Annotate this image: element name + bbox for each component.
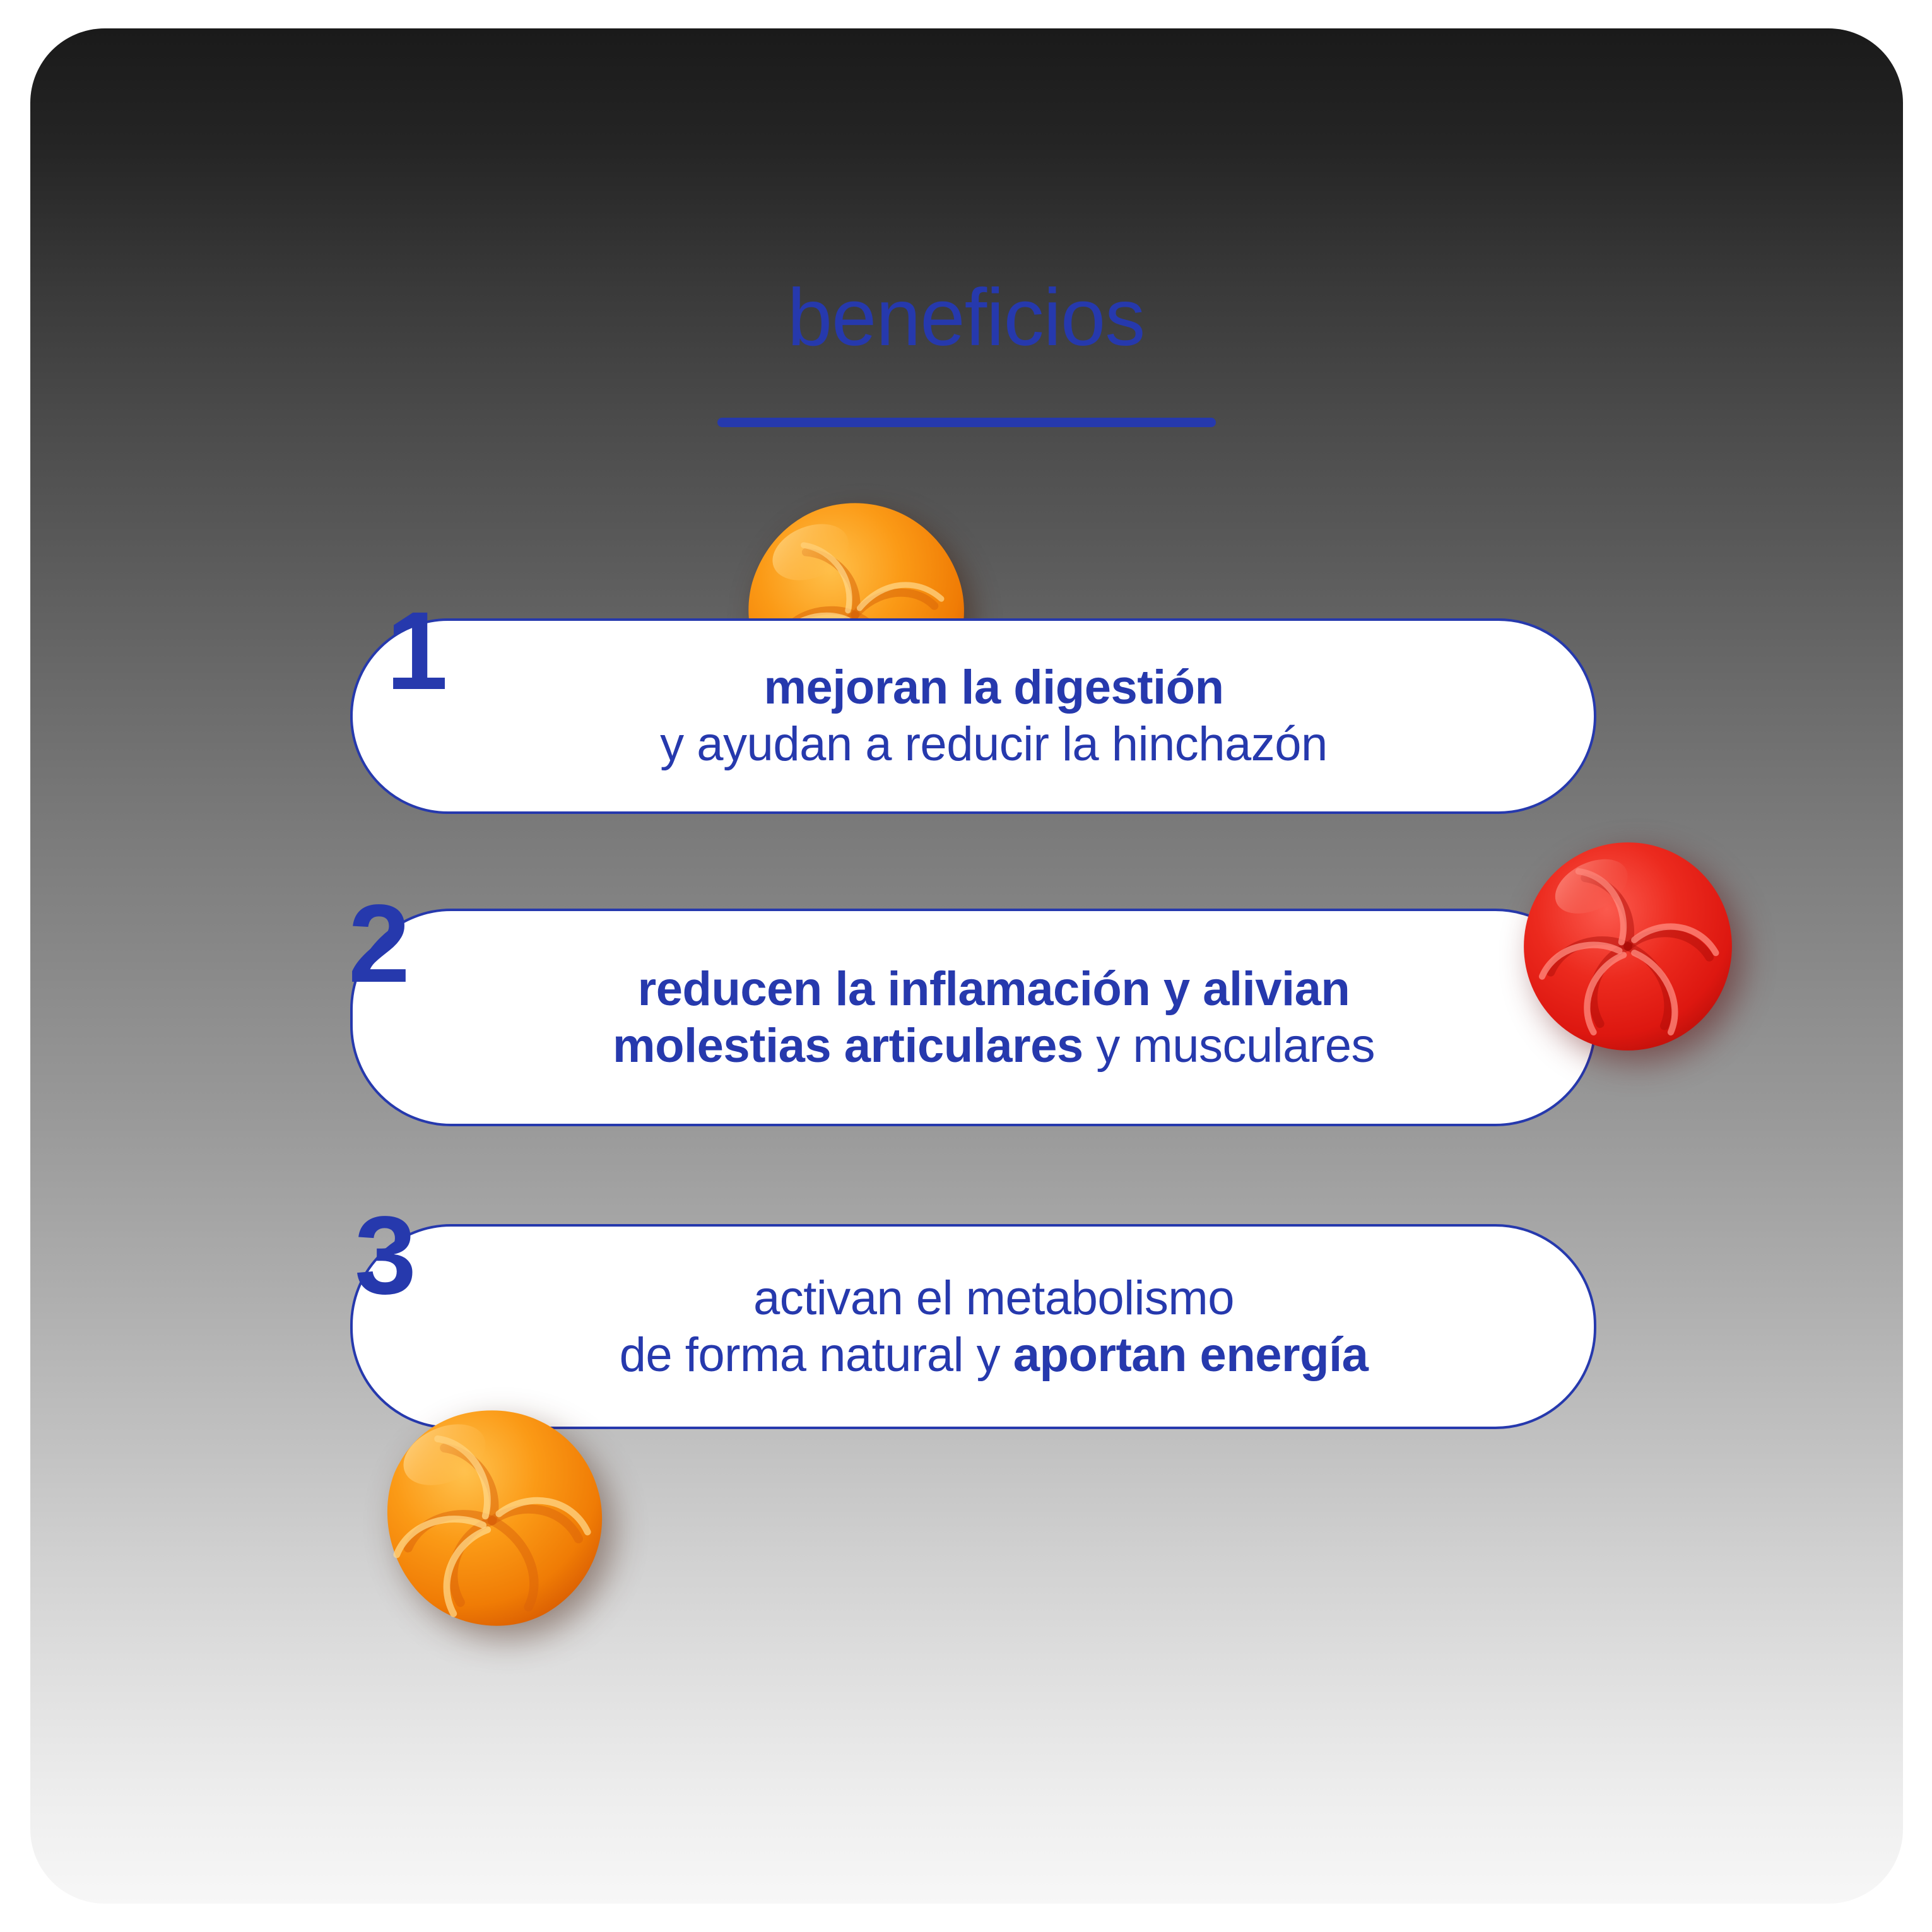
benefit-1-line1: mejoran la digestión (763, 661, 1224, 715)
benefit-3-line2-bold: aportan energía (1013, 1328, 1369, 1382)
benefit-2-line2-bold: molestias articulares (613, 1018, 1083, 1073)
benefit-card-2-text: reducen la inflamación y alivian molesti… (502, 961, 1444, 1074)
orange-gummy-bottom-icon (379, 1407, 606, 1626)
benefit-card-2: reducen la inflamación y alivian molesti… (350, 909, 1596, 1126)
benefit-card-1: mejoran la digestión y ayudan a reducir … (350, 618, 1596, 814)
page-title: beneficios (787, 273, 1145, 363)
benefit-3-line2-plain: de forma natural y (619, 1328, 1013, 1382)
benefit-number-1: 1 (386, 589, 448, 713)
benefit-3-line1: activan el metabolismo (753, 1271, 1235, 1325)
benefit-2-line1: reducen la inflamación y alivian (637, 962, 1350, 1016)
page-title-wrapper: beneficios (0, 278, 1932, 358)
benefit-2-line2-plain: y musculares (1083, 1018, 1375, 1073)
benefit-number-3: 3 (355, 1194, 416, 1317)
benefit-number-2: 2 (348, 882, 410, 1006)
benefit-card-1-text: mejoran la digestión y ayudan a reducir … (550, 659, 1397, 772)
benefit-card-3-text: activan el metabolismo de forma natural … (509, 1270, 1438, 1383)
title-underline (717, 418, 1216, 427)
benefit-1-line2: y ayudan a reducir la hinchazón (660, 717, 1328, 771)
red-gummy-icon (1521, 839, 1735, 1054)
benefit-card-3: activan el metabolismo de forma natural … (350, 1224, 1596, 1429)
